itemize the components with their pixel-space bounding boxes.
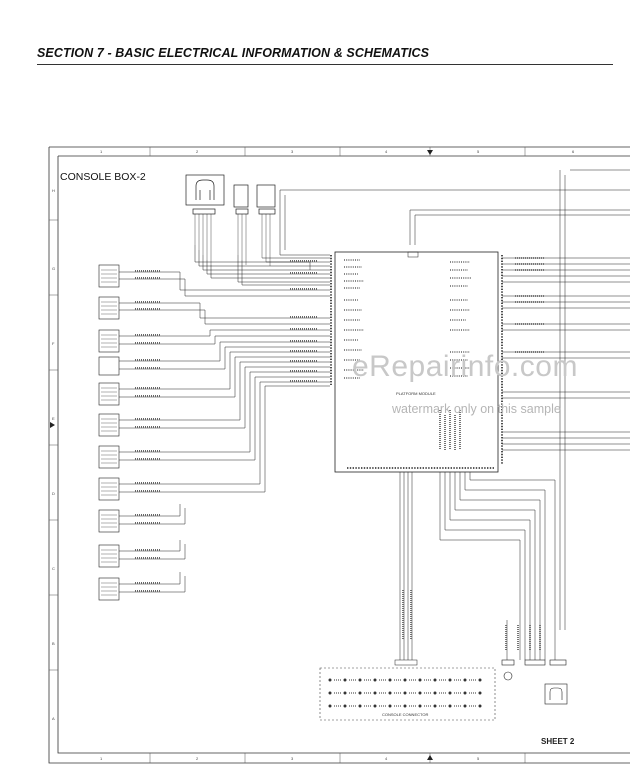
header-rule: [37, 64, 613, 65]
section-title: SECTION 7 - BASIC ELECTRICAL INFORMATION…: [37, 46, 430, 60]
border-number: 4: [385, 149, 388, 154]
border-number: 5: [477, 149, 480, 154]
console-connector-label: CONSOLE CONNECTOR: [382, 712, 429, 717]
border-number: 1: [100, 756, 103, 761]
border-letter: E: [52, 416, 55, 421]
border-letter: H: [52, 188, 55, 193]
watermark-site: eRepairinfo.com: [352, 350, 578, 383]
border-number: 3: [291, 149, 294, 154]
border-number: 2: [196, 756, 199, 761]
border-number: 4: [385, 756, 388, 761]
watermark-note: watermark only on this sample: [392, 402, 561, 416]
border-letter: F: [52, 341, 55, 346]
console-box-label: CONSOLE BOX-2: [60, 171, 146, 183]
border-number: 2: [196, 149, 199, 154]
border-number: 3: [291, 756, 294, 761]
border-number: 1: [100, 149, 103, 154]
border-letter: C: [52, 566, 55, 571]
border-letter: D: [52, 491, 55, 496]
sheet-label: SHEET 2: [541, 737, 575, 746]
platform-module-label: PLATFORM MODULE: [396, 391, 436, 396]
border-letter: G: [52, 266, 55, 271]
border-letter: B: [52, 641, 55, 646]
border-number: 5: [477, 756, 480, 761]
border-letter: A: [52, 716, 55, 721]
border-number: 6: [572, 149, 575, 154]
